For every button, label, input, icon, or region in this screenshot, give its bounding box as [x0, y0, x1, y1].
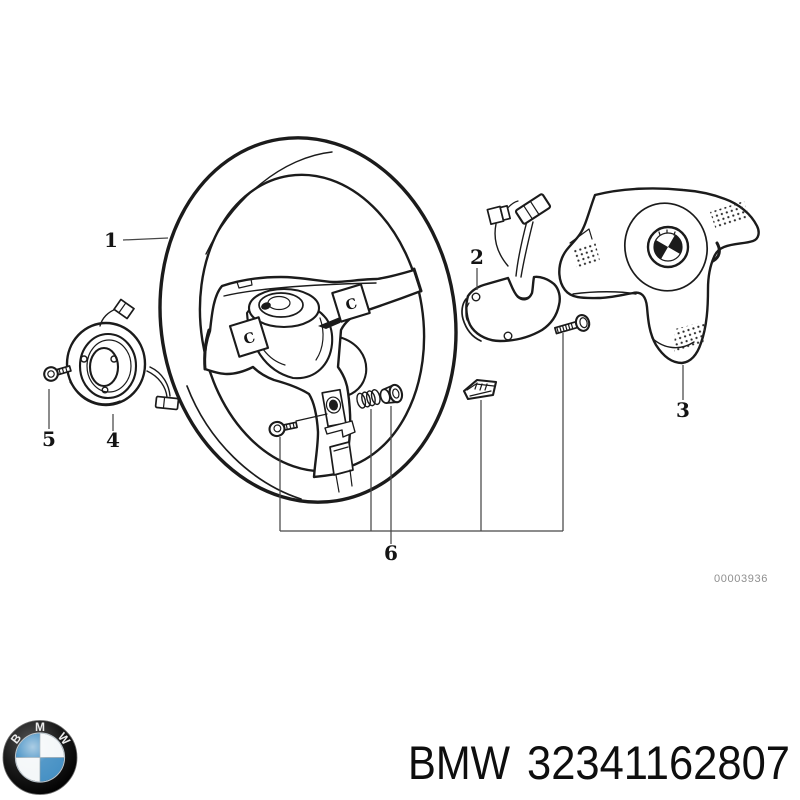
callout-1: 1 [104, 228, 118, 252]
clip [462, 378, 498, 401]
direction-arrow-icon [318, 317, 340, 329]
left-wing-fold [569, 228, 593, 244]
slip-ring-band [69, 381, 121, 405]
grille-dots-topright [710, 201, 750, 230]
left-wing-crease [572, 291, 637, 295]
plate-slot [236, 278, 253, 289]
logo-letter-m: M [35, 720, 45, 734]
nut [379, 383, 404, 404]
column-cover-art [461, 193, 561, 343]
cover-flange-inner [465, 302, 470, 321]
footer-part-number: 32341162807 [527, 736, 790, 789]
slip-ring-mid [86, 339, 132, 393]
callout-6: 6 [384, 541, 398, 565]
lever-bracket [324, 420, 356, 438]
rim-highlight-bottom [186, 385, 302, 500]
slip-ring-opening [88, 346, 120, 388]
hub-slot [261, 302, 271, 310]
connector-plug [514, 193, 552, 225]
spring-washer [356, 389, 381, 409]
connector-small [486, 204, 512, 226]
pad-roundel-emblem [646, 225, 690, 269]
bmw-logo: B M W [2, 720, 78, 795]
fastener-set-art [268, 314, 591, 438]
pad-outline [558, 187, 760, 365]
horn-contact-plate [321, 388, 347, 428]
emblem-letter-marks [658, 229, 676, 236]
cover-flange-outer [461, 298, 482, 342]
screw-assembly-line [295, 413, 328, 422]
bmw-logo-quadrants [16, 733, 64, 782]
slip-ring-art [65, 298, 180, 411]
hub-mid-ring [258, 292, 304, 318]
drawing-number: 00003936 [714, 573, 768, 585]
fastener-screw [268, 420, 298, 438]
screw-5-art [43, 365, 72, 382]
steering-wheel-art: C C [158, 136, 458, 504]
cover-notch [516, 294, 532, 299]
grille-dots-left [572, 241, 600, 270]
footer-brand: BMW [408, 736, 511, 789]
hub-top-ring [247, 287, 321, 329]
column-boss [337, 335, 368, 399]
callout-4: 4 [106, 428, 120, 452]
callout-leader-lines [48, 237, 684, 544]
callout-3: 3 [676, 398, 690, 422]
switch-mark-right: C [344, 296, 359, 315]
wire-pair [515, 220, 534, 278]
wire-single [494, 223, 509, 267]
bmw-logo-silver-ring [14, 732, 66, 783]
right-waist-shade [711, 241, 721, 263]
rim-junction-left [203, 328, 211, 371]
lower-bracket-lines [333, 446, 353, 493]
plate-inner-line [223, 282, 377, 297]
slip-ring-wire-right [146, 366, 171, 398]
cover-shell [465, 275, 561, 343]
long-bolt [553, 314, 591, 335]
grille-dots-bottom [674, 321, 706, 352]
rim-junction-right [412, 267, 423, 293]
slip-ring-connector-top [113, 298, 135, 320]
pad-center-oval [623, 202, 709, 292]
switch-block-right: C [331, 283, 371, 323]
callout-2: 2 [470, 245, 484, 269]
switch-mark-left: C [242, 330, 257, 349]
footer-part-text: BMW 32341162807 [408, 736, 790, 789]
rim-highlight-top [205, 151, 333, 255]
callout-5: 5 [42, 427, 56, 451]
switch-block-left: C [228, 316, 270, 358]
airbag-pad-art [558, 187, 760, 365]
hub-shade-2 [315, 317, 324, 361]
slip-ring-connector-right [154, 395, 180, 411]
